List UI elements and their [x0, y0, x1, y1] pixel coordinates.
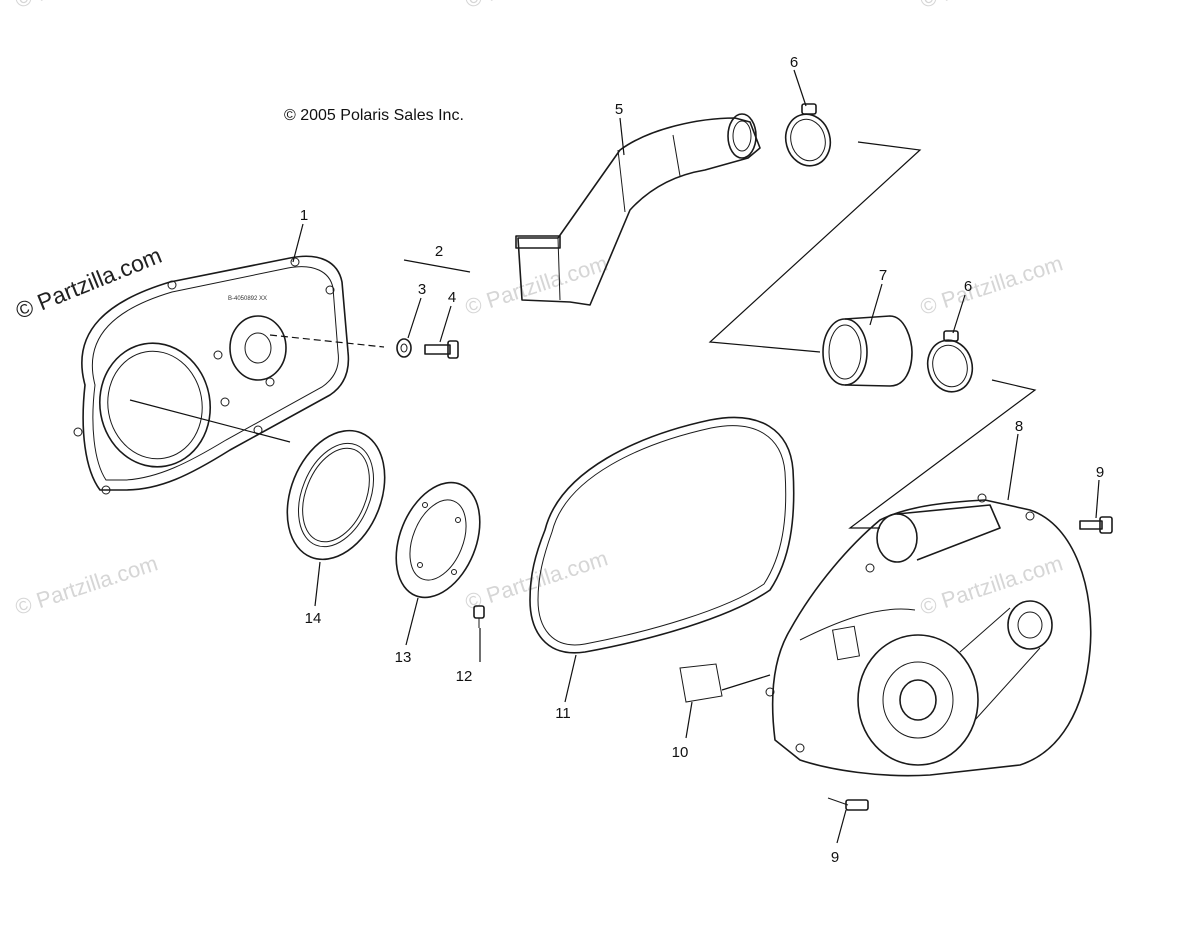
part-6-clamp-lower[interactable] — [922, 330, 978, 397]
callout-6-upper[interactable]: 6 — [790, 54, 798, 71]
part-14-seal[interactable] — [269, 416, 403, 574]
callout-3[interactable]: 3 — [418, 281, 426, 298]
callout-8[interactable]: 8 — [1015, 418, 1023, 435]
part-7-hose-coupler[interactable] — [822, 315, 913, 387]
callout-9-lower[interactable]: 9 — [831, 849, 839, 866]
callout-7[interactable]: 7 — [879, 267, 887, 284]
callout-12[interactable]: 12 — [456, 668, 473, 685]
part-10-decal[interactable] — [679, 663, 723, 703]
callout-14[interactable]: 14 — [305, 610, 322, 627]
part-8-outer-cover[interactable] — [765, 493, 1092, 777]
part-11-drive-belt[interactable] — [529, 416, 795, 654]
copyright-notice: © 2005 Polaris Sales Inc. — [284, 107, 464, 124]
callout-numbers: 1 2 3 4 5 6 6 7 8 9 9 10 11 12 13 14 — [300, 54, 1104, 866]
callout-4[interactable]: 4 — [448, 289, 456, 306]
callout-10[interactable]: 10 — [672, 744, 689, 761]
callout-1[interactable]: 1 — [300, 207, 308, 224]
part-4-bolt[interactable] — [424, 340, 459, 359]
part-12-screw[interactable] — [473, 605, 485, 628]
part-9-bolt-upper[interactable] — [1079, 516, 1113, 534]
part-13-retainer-plate[interactable] — [380, 470, 495, 610]
part-3-washer[interactable] — [396, 338, 412, 358]
part-9-bolt-lower[interactable] — [827, 797, 869, 811]
callout-6-lower[interactable]: 6 — [964, 278, 972, 295]
part-5-intake-duct[interactable] — [515, 113, 761, 306]
callout-9-upper[interactable]: 9 — [1096, 464, 1104, 481]
callout-leaders — [292, 69, 1100, 844]
callout-11[interactable]: 11 — [555, 705, 571, 722]
callout-13[interactable]: 13 — [395, 649, 412, 666]
part-1-inner-cover[interactable]: B-4050892 XX — [73, 255, 350, 495]
callout-5[interactable]: 5 — [615, 101, 623, 118]
part-6-clamp-upper[interactable] — [780, 103, 836, 171]
cover-label-text: B-4050892 XX — [228, 296, 267, 302]
callout-2[interactable]: 2 — [435, 243, 443, 260]
